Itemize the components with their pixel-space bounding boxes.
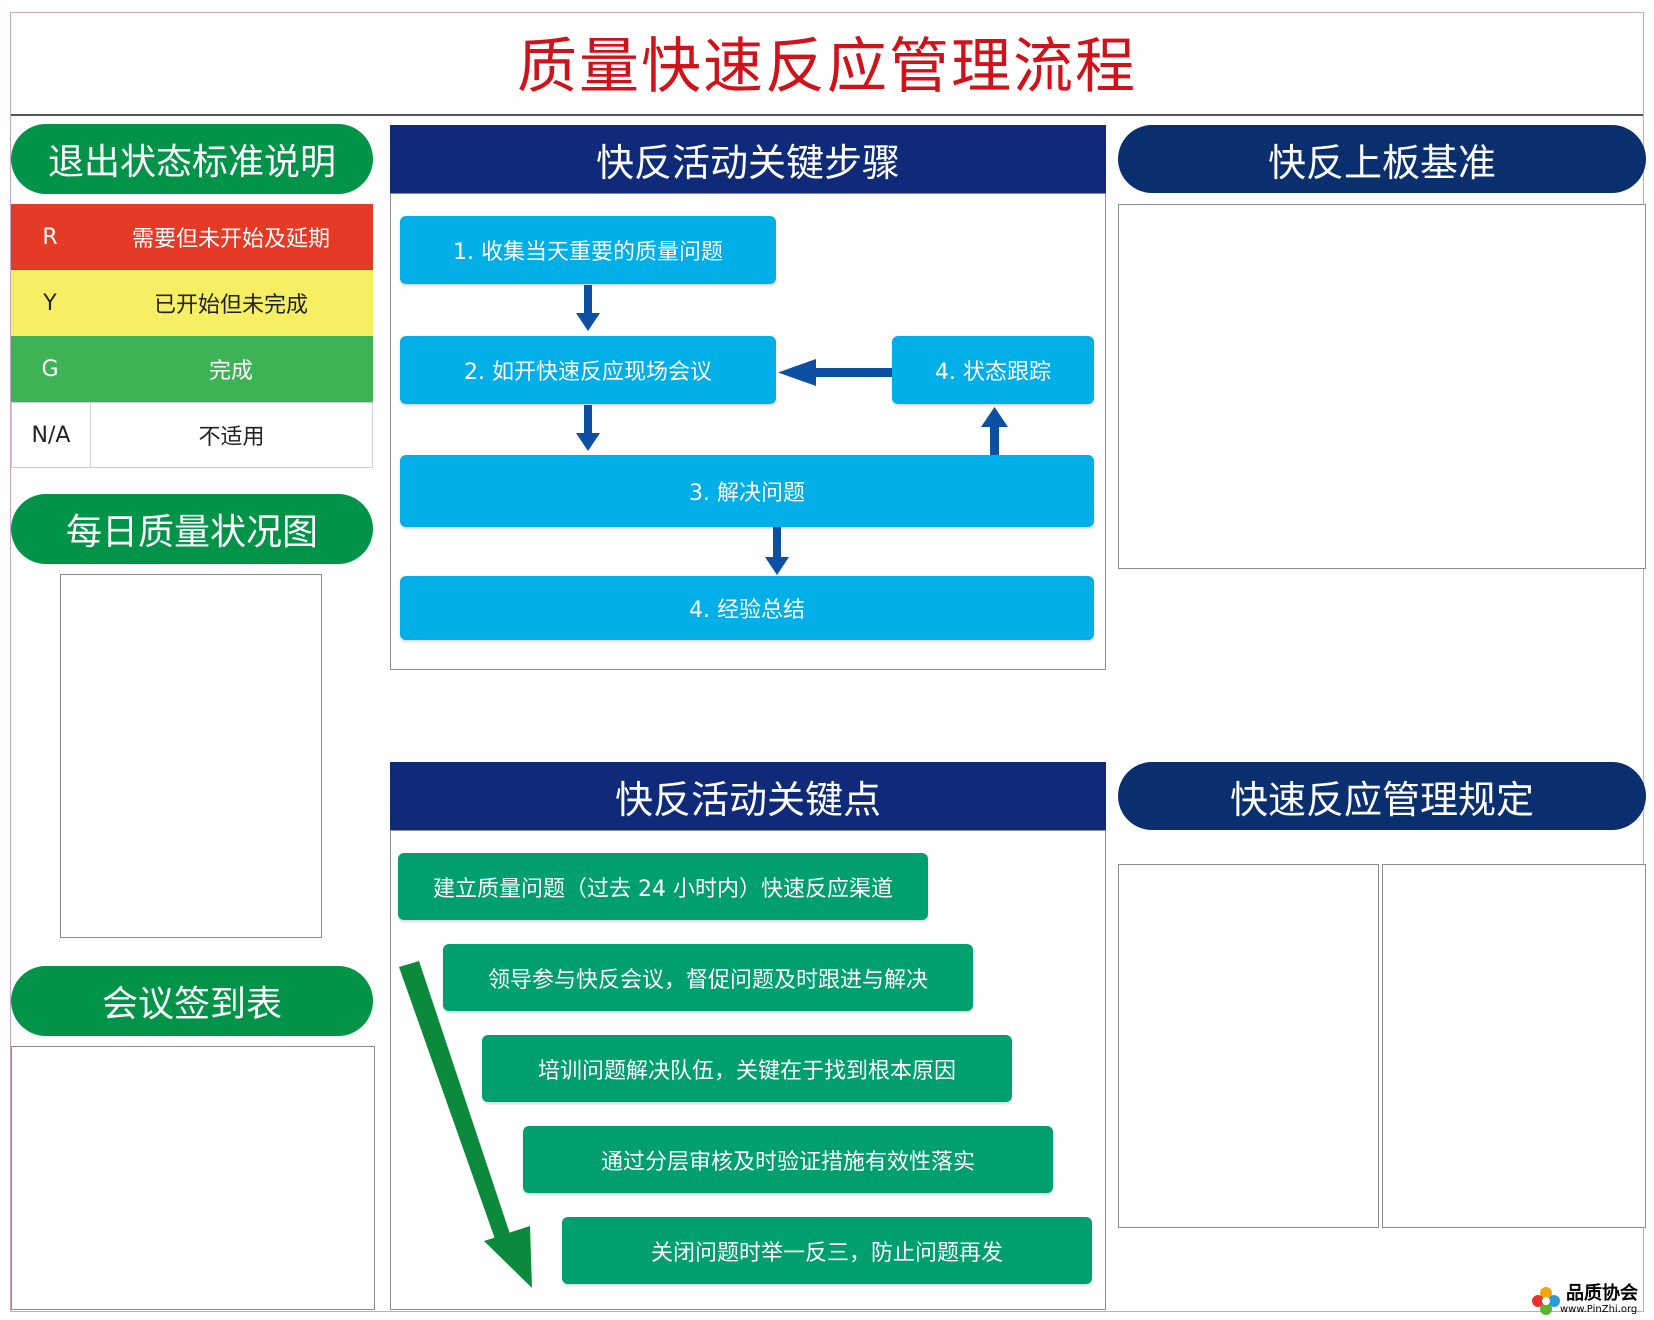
arrow-down-icon bbox=[576, 285, 600, 331]
management-rules-area-left bbox=[1118, 864, 1379, 1228]
board-frame bbox=[10, 12, 1644, 1312]
flower-logo-icon bbox=[1532, 1287, 1560, 1315]
page-title: 质量快速反应管理流程 bbox=[517, 32, 1137, 102]
status-row-na: N/A 不适用 bbox=[11, 402, 373, 468]
arrow-down-icon bbox=[765, 527, 789, 575]
arrow-diagonal-down-icon bbox=[399, 961, 532, 1288]
status-desc: 已开始但未完成 bbox=[153, 293, 308, 318]
key-steps-header: 快反活动关键步骤 bbox=[390, 125, 1106, 193]
arrow-left-icon bbox=[778, 359, 892, 386]
management-rules-header: 快速反应管理规定 bbox=[1118, 762, 1646, 830]
arrow-up-icon bbox=[981, 407, 1008, 455]
board-criteria-header: 快反上板基准 bbox=[1118, 125, 1646, 193]
status-code: G bbox=[41, 356, 59, 382]
key-points-progress-arrow bbox=[399, 961, 532, 1288]
status-desc: 需要但未开始及延期 bbox=[131, 227, 330, 252]
meeting-signin-area bbox=[11, 1046, 375, 1310]
pinzhi-logo: 品质协会 www.PinZhi.org bbox=[1530, 1284, 1650, 1318]
status-code: Y bbox=[43, 290, 57, 316]
key-point-5: 关闭问题时举一反三，防止问题再发 bbox=[562, 1217, 1092, 1284]
step-solve-problem: 3. 解决问题 bbox=[400, 455, 1094, 527]
status-row-r: R 需要但未开始及延期 bbox=[11, 204, 373, 270]
board-criteria-area bbox=[1118, 204, 1646, 569]
meeting-signin-header: 会议签到表 bbox=[11, 966, 373, 1036]
key-points-header: 快反活动关键点 bbox=[390, 762, 1106, 830]
logo-url: www.PinZhi.org bbox=[1560, 1304, 1638, 1315]
daily-quality-header: 每日质量状况图 bbox=[11, 494, 373, 564]
status-code: N/A bbox=[12, 403, 91, 467]
status-row-g: G 完成 bbox=[11, 336, 373, 402]
status-desc: 不适用 bbox=[198, 425, 265, 450]
title-bar bbox=[11, 12, 1643, 116]
status-row-y: Y 已开始但未完成 bbox=[11, 270, 373, 336]
management-rules-area-right bbox=[1382, 864, 1646, 1228]
key-point-3: 培训问题解决队伍，关键在于找到根本原因 bbox=[482, 1035, 1012, 1102]
key-point-1: 建立质量问题（过去 24 小时内）快速反应渠道 bbox=[398, 853, 928, 920]
logo-name: 品质协会 bbox=[1566, 1283, 1638, 1304]
step-lessons-learned: 4. 经验总结 bbox=[400, 576, 1094, 640]
step-flow-arrows bbox=[576, 285, 1008, 575]
arrow-down-icon bbox=[576, 405, 600, 451]
status-standard-header: 退出状态标准说明 bbox=[11, 124, 373, 194]
step-collect-issues: 1. 收集当天重要的质量问题 bbox=[400, 216, 776, 284]
key-point-2: 领导参与快反会议，督促问题及时跟进与解决 bbox=[443, 944, 973, 1011]
status-code: R bbox=[42, 224, 58, 250]
daily-quality-chart-area bbox=[60, 574, 322, 938]
status-desc: 完成 bbox=[208, 359, 253, 384]
step-status-tracking: 4. 状态跟踪 bbox=[892, 336, 1094, 404]
step-quick-response-meeting: 2. 如开快速反应现场会议 bbox=[400, 336, 776, 404]
key-point-4: 通过分层审核及时验证措施有效性落实 bbox=[523, 1126, 1053, 1193]
